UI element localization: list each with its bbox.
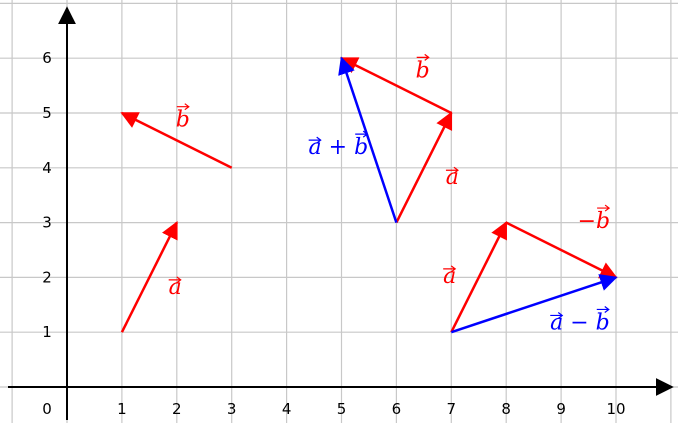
x-tick-label: 10 xyxy=(606,400,625,418)
label-b-1: b xyxy=(176,108,190,133)
x-tick-label: 5 xyxy=(337,400,347,418)
x-tick-label: 8 xyxy=(501,400,511,418)
vector-minus-b xyxy=(505,221,618,279)
x-tick-label: 7 xyxy=(447,400,457,418)
y-tick-label: 6 xyxy=(42,49,52,67)
y-tick-label: 3 xyxy=(42,214,52,232)
vector-accent-arrow xyxy=(443,265,457,273)
x-tick-label: 6 xyxy=(392,400,402,418)
vector-a-plus-b xyxy=(338,56,398,223)
vector-accent-arrow xyxy=(596,305,610,313)
vector-accent-arrow xyxy=(308,136,322,144)
vector-accent-arrow xyxy=(176,103,190,111)
tick-labels: 0 1 2 3 4 5 6 7 8 9 10 1 2 3 4 5 6 xyxy=(42,49,625,418)
vector-accent-arrow xyxy=(445,166,459,174)
x-tick-label: 0 xyxy=(42,400,52,418)
vector-b-sum xyxy=(339,57,452,115)
label-minus-b: −b xyxy=(578,209,611,234)
y-tick-label: 5 xyxy=(42,104,52,122)
vector-accent-arrow xyxy=(550,311,564,319)
vector-accent-arrow xyxy=(416,53,430,61)
axes xyxy=(8,6,674,420)
label-b-2: b xyxy=(416,58,430,83)
y-tick-label: 2 xyxy=(42,268,52,286)
vector-accent-arrow xyxy=(355,130,369,138)
vector-a-diff xyxy=(450,221,508,333)
vectors xyxy=(120,56,618,334)
vector-accent-arrow xyxy=(597,204,611,212)
vector-b-standalone xyxy=(120,111,233,169)
vector-a-minus-b xyxy=(450,274,618,334)
x-tick-label: 9 xyxy=(556,400,566,418)
x-tick-label: 3 xyxy=(227,400,237,418)
label-a-plus-b: a + b xyxy=(309,135,369,160)
x-tick-label: 4 xyxy=(282,400,292,418)
vector-a-sum xyxy=(395,111,453,224)
x-tick-label: 1 xyxy=(117,400,127,418)
x-tick-label: 2 xyxy=(172,400,182,418)
y-tick-label: 4 xyxy=(42,159,52,177)
y-tick-label: 1 xyxy=(42,323,52,341)
label-a-minus-b: a − b xyxy=(550,310,610,335)
vector-a-standalone xyxy=(120,221,178,333)
vector-accent-arrow xyxy=(168,276,182,284)
